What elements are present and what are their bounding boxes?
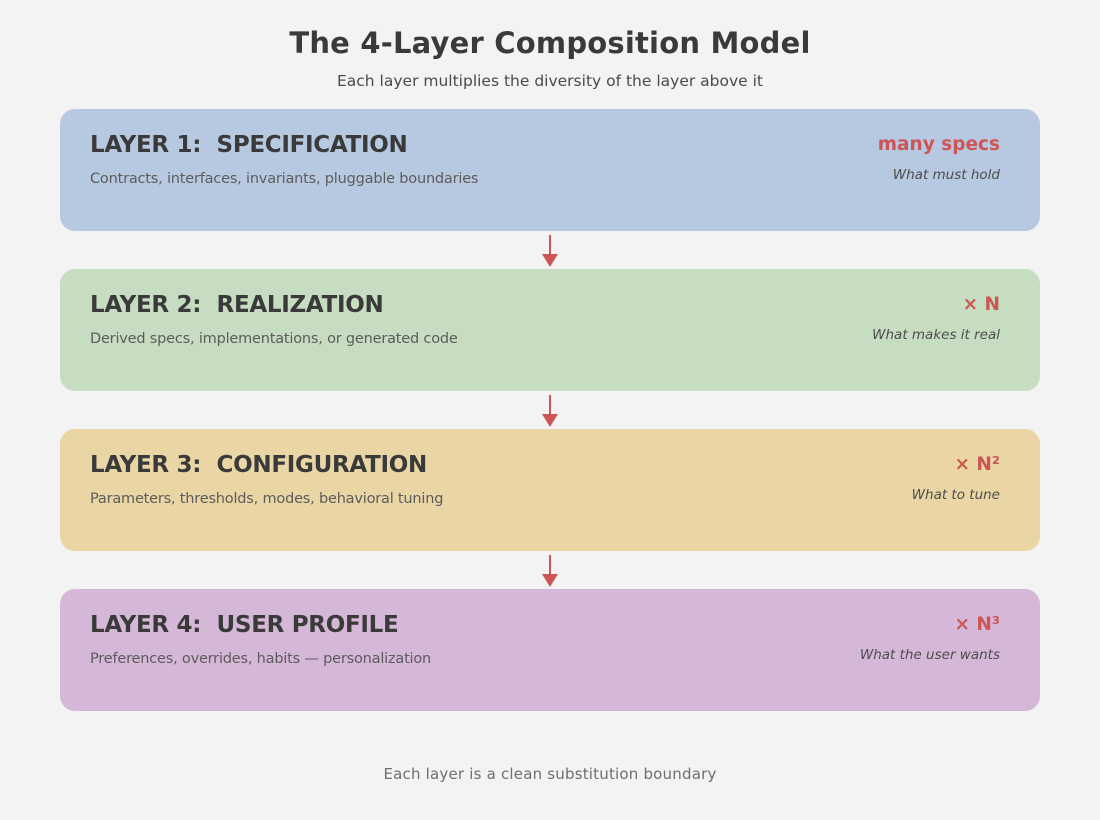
layer-annotation-block: many specs What must hold	[878, 132, 1000, 183]
layer-annotation-block: × N What makes it real	[872, 292, 1000, 343]
layer-note: What the user wants	[859, 647, 1000, 663]
layer-multiplier: × N	[962, 294, 1000, 315]
down-arrow-icon	[60, 551, 1040, 589]
layer-multiplier: × N²	[954, 454, 1000, 475]
layer-annotation-block: × N³ What the user wants	[860, 612, 1000, 663]
layer-card-configuration: LAYER 3: CONFIGURATION Parameters, thres…	[60, 429, 1040, 551]
layer-card-realization: LAYER 2: REALIZATION Derived specs, impl…	[60, 269, 1040, 391]
down-arrow-shaft	[549, 395, 551, 414]
layer-multiplier: × N³	[954, 614, 1000, 635]
layer-note: What must hold	[892, 167, 1000, 183]
down-arrow-shaft	[549, 555, 551, 574]
layer-text-block: LAYER 1: SPECIFICATION Contracts, interf…	[90, 132, 478, 187]
layer-description: Derived specs, implementations, or gener…	[90, 331, 458, 347]
layer-note: What to tune	[911, 487, 1000, 503]
layer-text-block: LAYER 3: CONFIGURATION Parameters, thres…	[90, 452, 443, 507]
layer-title: LAYER 3: CONFIGURATION	[90, 452, 427, 478]
layer-description: Preferences, overrides, habits — persona…	[90, 651, 432, 667]
layer-description: Parameters, thresholds, modes, behaviora…	[90, 491, 444, 507]
layer-text-block: LAYER 4: USER PROFILE Preferences, overr…	[90, 612, 431, 667]
down-arrow-head	[542, 414, 558, 427]
down-arrow-shaft	[549, 235, 551, 254]
layer-title: LAYER 2: REALIZATION	[90, 292, 384, 318]
layer-card-specification: LAYER 1: SPECIFICATION Contracts, interf…	[60, 109, 1040, 231]
page-subtitle: Each layer multiplies the diversity of t…	[336, 72, 763, 90]
footer-caption: Each layer is a clean substitution bound…	[383, 765, 717, 783]
down-arrow-icon	[60, 231, 1040, 269]
layer-description: Contracts, interfaces, invariants, plugg…	[90, 171, 479, 187]
layer-title: LAYER 1: SPECIFICATION	[90, 132, 408, 158]
layer-note: What makes it real	[872, 327, 1000, 343]
down-arrow-head	[542, 574, 558, 587]
layer-stack: LAYER 1: SPECIFICATION Contracts, interf…	[60, 109, 1040, 711]
layer-multiplier: many specs	[877, 134, 1000, 155]
down-arrow-head	[542, 254, 558, 267]
layer-card-user-profile: LAYER 4: USER PROFILE Preferences, overr…	[60, 589, 1040, 711]
layer-annotation-block: × N² What to tune	[912, 452, 1000, 503]
page-title: The 4-Layer Composition Model	[289, 26, 811, 60]
down-arrow-icon	[60, 391, 1040, 429]
layer-text-block: LAYER 2: REALIZATION Derived specs, impl…	[90, 292, 458, 347]
layer-title: LAYER 4: USER PROFILE	[90, 612, 399, 638]
